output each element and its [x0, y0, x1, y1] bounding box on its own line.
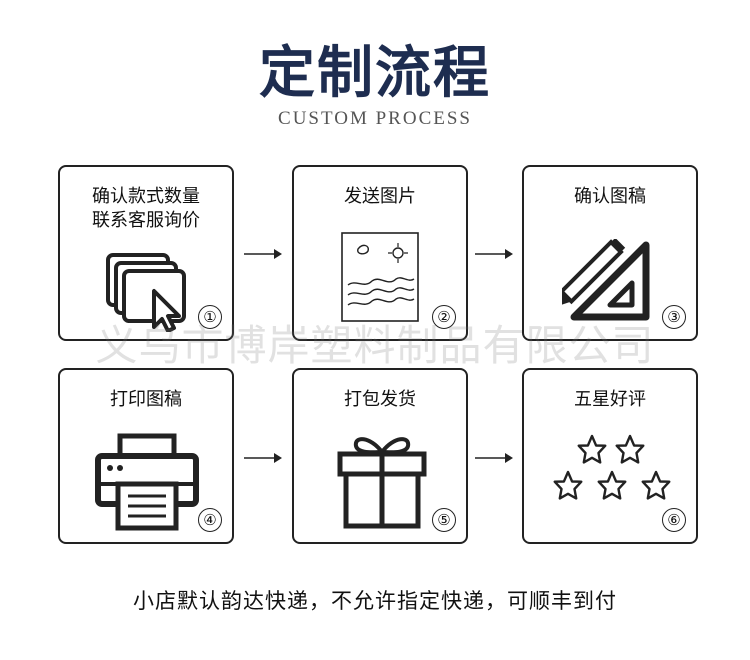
step-number: ⑥ — [662, 508, 686, 532]
step-number: ③ — [662, 305, 686, 329]
step-label: 确认图稿 — [574, 186, 646, 207]
step-number: ⑤ — [432, 508, 456, 532]
step-card-6: 五星好评 ⑥ — [522, 368, 698, 544]
arrow-right-icon — [244, 453, 282, 463]
step-number: ④ — [198, 508, 222, 532]
page-subtitle: CUSTOM PROCESS — [278, 108, 472, 129]
shipping-note: 小店默认韵达快递，不允许指定快递，可顺丰到付 — [133, 589, 617, 613]
page-title: 定制流程 — [259, 40, 491, 106]
step-card-3: 确认图稿 ③ — [522, 165, 698, 341]
five-stars-icon — [553, 434, 671, 500]
step-label: 确认款式数量 联系客服询价 — [92, 186, 200, 231]
arrow-right-icon — [244, 249, 282, 259]
step-label: 打包发货 — [344, 389, 416, 410]
step-number: ① — [198, 305, 222, 329]
windows-cursor-icon — [106, 253, 186, 332]
step-card-5: 打包发货 ⑤ — [292, 368, 468, 544]
pencil-triangle-icon — [562, 239, 650, 321]
printer-icon — [95, 433, 199, 531]
step-label: 发送图片 — [344, 186, 416, 207]
step-card-4: 打印图稿 ④ — [58, 368, 234, 544]
step-label: 打印图稿 — [110, 389, 182, 410]
arrow-right-icon — [475, 249, 513, 259]
step-card-2: 发送图片 ② — [292, 165, 468, 341]
gift-box-icon — [337, 437, 427, 529]
sketch-picture-icon — [341, 232, 419, 322]
step-card-1: 确认款式数量 联系客服询价 ① — [58, 165, 234, 341]
step-label: 五星好评 — [574, 389, 646, 410]
arrow-right-icon — [475, 453, 513, 463]
step-number: ② — [432, 305, 456, 329]
